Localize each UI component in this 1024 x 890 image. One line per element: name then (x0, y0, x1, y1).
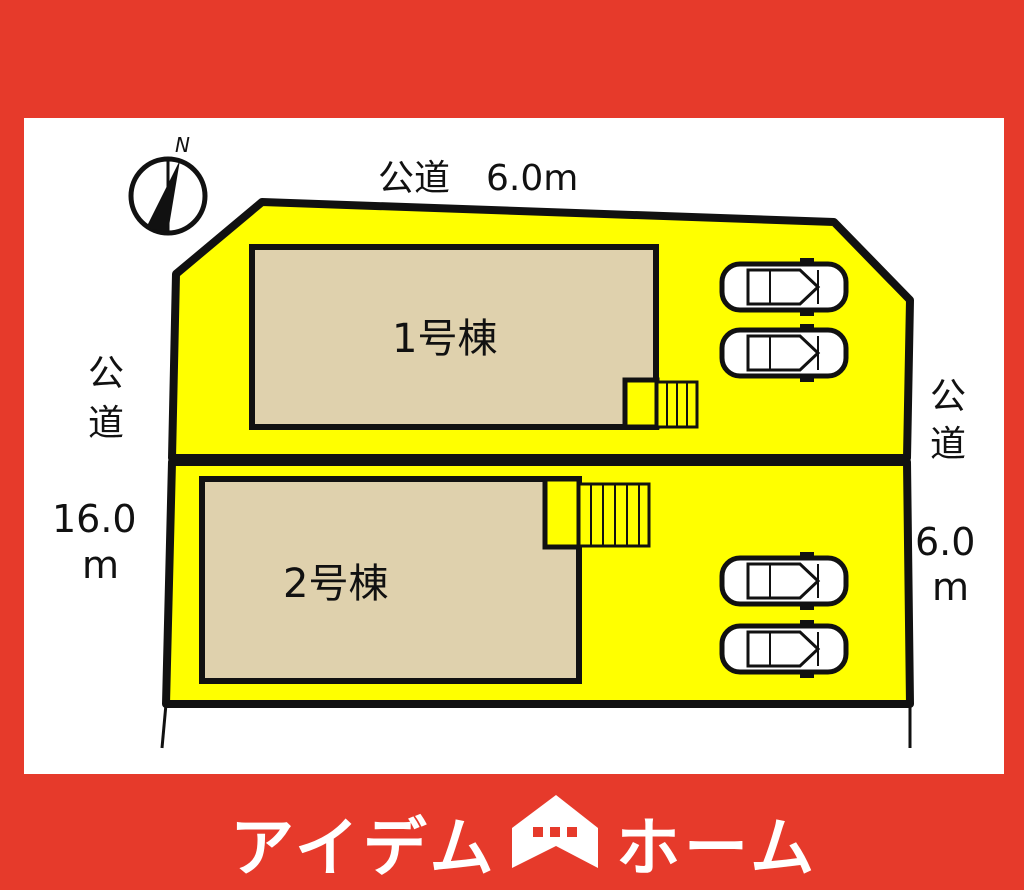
parking-car-icon (719, 258, 849, 316)
brand-left: アイデム (230, 812, 498, 886)
left-road-unit: m (82, 543, 119, 587)
north-compass-icon: N (128, 133, 208, 236)
top-road-label: 公道 6.0m (378, 158, 578, 199)
brand-logo: アイデム ホーム (230, 795, 818, 886)
left-road-char-1: 公 (88, 353, 124, 394)
north-label: N (175, 133, 190, 157)
building-2: 2号棟 (199, 476, 651, 684)
house-icon (512, 795, 598, 868)
brand-right: ホーム (616, 812, 818, 886)
parking-car-icon (722, 620, 846, 678)
entrance-1 (622, 377, 660, 430)
building-1: 1号棟 (249, 244, 699, 430)
right-road-char-2: 道 (930, 424, 966, 465)
parking-car-icon (722, 324, 846, 382)
building-1-label: 1号棟 (392, 316, 497, 362)
right-road-width: 6.0 (915, 520, 975, 564)
parking-car-icon (722, 552, 846, 610)
right-road-unit: m (932, 565, 969, 609)
left-road-char-2: 道 (88, 403, 124, 444)
right-road-char-1: 公 (930, 376, 966, 417)
building-2-label: 2号棟 (283, 561, 388, 607)
left-road-width: 16.0 (52, 497, 137, 541)
entrance-2 (542, 476, 582, 550)
